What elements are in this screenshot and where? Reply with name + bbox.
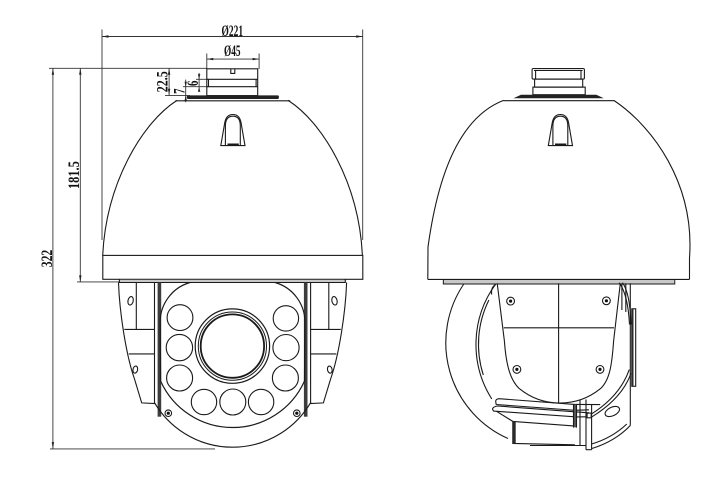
svg-text:7: 7 xyxy=(171,89,188,94)
svg-text:22.5: 22.5 xyxy=(154,71,171,92)
svg-text:181.5: 181.5 xyxy=(66,161,83,189)
svg-text:Ø45: Ø45 xyxy=(224,43,241,60)
svg-text:Ø221: Ø221 xyxy=(222,23,244,40)
svg-text:6: 6 xyxy=(185,81,202,86)
svg-text:322: 322 xyxy=(39,250,56,268)
